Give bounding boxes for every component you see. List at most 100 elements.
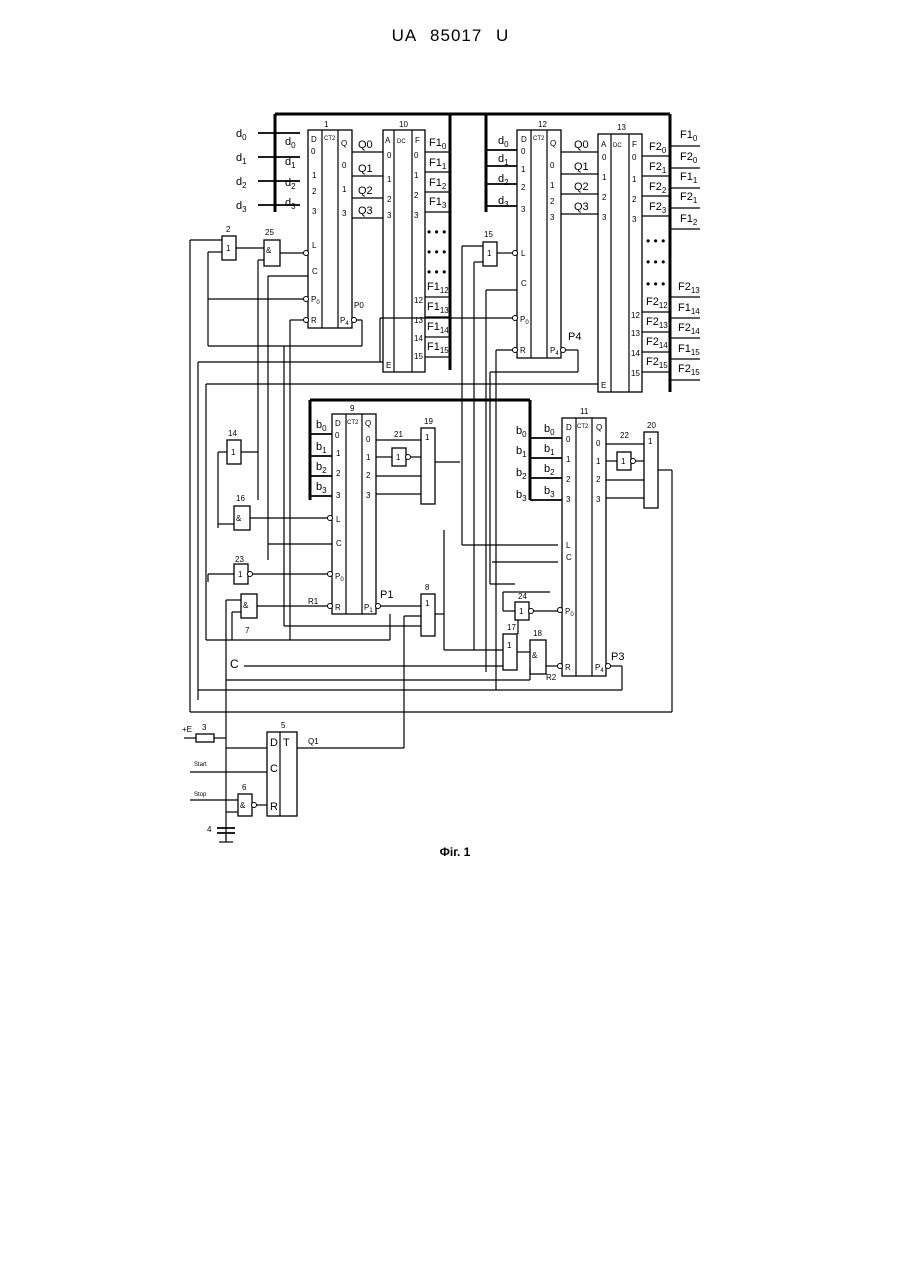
svg-text:F214: F214 xyxy=(646,336,668,350)
svg-text:F20: F20 xyxy=(680,151,698,165)
svg-text:Q2: Q2 xyxy=(574,181,589,193)
svg-text:1: 1 xyxy=(519,607,524,616)
svg-text:CT2: CT2 xyxy=(577,424,589,430)
svg-text:Q1: Q1 xyxy=(358,163,373,175)
svg-text:0: 0 xyxy=(602,153,607,162)
svg-text:Q1: Q1 xyxy=(574,161,589,173)
svg-text:T: T xyxy=(283,737,290,749)
svg-text:E: E xyxy=(601,381,606,390)
d2-label: d2 xyxy=(236,176,247,190)
svg-text:F: F xyxy=(632,140,637,149)
gate-19: 1 19 xyxy=(421,417,435,504)
svg-text:3: 3 xyxy=(342,209,347,218)
svg-text:C: C xyxy=(336,539,342,548)
svg-text:14: 14 xyxy=(631,349,640,358)
svg-text:C: C xyxy=(521,279,527,288)
svg-text:&: & xyxy=(532,651,538,660)
svg-text:CT2: CT2 xyxy=(324,136,336,142)
svg-text:d1: d1 xyxy=(285,156,296,170)
svg-text:b2: b2 xyxy=(544,463,555,477)
svg-text:2: 2 xyxy=(566,475,571,484)
svg-text:3: 3 xyxy=(521,205,526,214)
svg-text:b3: b3 xyxy=(316,481,327,495)
svg-text:• • •: • • • xyxy=(646,255,665,269)
svg-text:1: 1 xyxy=(396,453,401,462)
svg-text:&: & xyxy=(240,801,246,810)
svg-text:d2: d2 xyxy=(285,177,296,191)
svg-text:F12: F12 xyxy=(429,177,447,191)
svg-text:1: 1 xyxy=(231,448,236,457)
gate-2: 1 2 xyxy=(222,225,236,260)
svg-text:d1: d1 xyxy=(498,153,509,167)
svg-text:F12: F12 xyxy=(680,213,698,227)
svg-text:F113: F113 xyxy=(427,301,449,315)
svg-text:0: 0 xyxy=(311,147,316,156)
counter-1-outputs: Q0 Q1 Q2 Q3 P0 xyxy=(352,139,383,310)
gate-14: 1 14 xyxy=(227,429,241,464)
svg-text:b0: b0 xyxy=(544,423,555,437)
svg-text:F23: F23 xyxy=(649,201,667,215)
d1-label: d1 xyxy=(236,152,247,166)
svg-text:R: R xyxy=(565,663,571,672)
svg-text:19: 19 xyxy=(424,417,433,426)
svg-text:d3: d3 xyxy=(498,195,509,209)
svg-text:11: 11 xyxy=(580,407,589,416)
svg-text:DC: DC xyxy=(397,139,406,145)
svg-text:0: 0 xyxy=(335,431,340,440)
svg-text:3: 3 xyxy=(414,211,419,220)
svg-text:3: 3 xyxy=(312,207,317,216)
svg-text:0: 0 xyxy=(566,435,571,444)
counter-9: 9 CT2 D 0 Q 0 1 2 3 1 2 3 L C P0 R P1 xyxy=(328,404,381,614)
counter-11: 11 CT2 D 0 Q 0 1 2 3 1 2 3 L C P0 R P4 xyxy=(558,407,611,676)
svg-text:0: 0 xyxy=(342,161,347,170)
svg-text:16: 16 xyxy=(236,494,245,503)
svg-text:3: 3 xyxy=(336,491,341,500)
svg-text:R: R xyxy=(520,346,526,355)
svg-text:8: 8 xyxy=(425,583,430,592)
svg-text:1: 1 xyxy=(226,244,231,253)
decoder-10-outputs: F10 F11 F12 F13 • • • • • • • • • F112 F… xyxy=(425,137,450,357)
svg-text:• • •: • • • xyxy=(427,245,446,259)
svg-text:L: L xyxy=(566,541,571,550)
svg-text:1: 1 xyxy=(312,171,317,180)
svg-text:1: 1 xyxy=(324,120,329,129)
gate-20: 1 20 xyxy=(644,421,658,508)
svg-text:2: 2 xyxy=(387,195,392,204)
svg-text:1: 1 xyxy=(621,457,626,466)
svg-text:C: C xyxy=(312,267,318,276)
svg-text:1: 1 xyxy=(648,437,653,446)
trigger-5: 5 D T C R Q1 xyxy=(267,721,404,816)
svg-text:14: 14 xyxy=(228,429,237,438)
svg-text:b3: b3 xyxy=(544,485,555,499)
svg-text:R2: R2 xyxy=(546,673,557,682)
svg-text:b1: b1 xyxy=(316,441,327,455)
svg-text:12: 12 xyxy=(414,296,423,305)
resistor-3: 3 +E xyxy=(182,723,267,748)
svg-text:0: 0 xyxy=(550,161,555,170)
svg-text:F: F xyxy=(415,136,420,145)
svg-text:+E: +E xyxy=(182,725,192,734)
svg-text:17: 17 xyxy=(507,623,516,632)
gate-15: 1 15 xyxy=(483,230,497,266)
svg-text:0: 0 xyxy=(414,151,419,160)
gate-16: & 16 xyxy=(234,494,250,530)
svg-text:12: 12 xyxy=(538,120,547,129)
svg-text:D: D xyxy=(270,737,278,749)
svg-text:1: 1 xyxy=(366,453,371,462)
svg-text:3: 3 xyxy=(602,213,607,222)
svg-text:2: 2 xyxy=(521,183,526,192)
svg-text:b0: b0 xyxy=(316,419,327,433)
svg-text:F115: F115 xyxy=(678,343,700,357)
svg-text:D: D xyxy=(311,135,317,144)
svg-text:3: 3 xyxy=(566,495,571,504)
svg-text:D: D xyxy=(521,135,527,144)
svg-text:2: 2 xyxy=(632,195,637,204)
svg-text:1: 1 xyxy=(387,175,392,184)
svg-text:23: 23 xyxy=(235,555,244,564)
capacitor-4: 4 xyxy=(207,825,235,842)
svg-text:b1: b1 xyxy=(544,443,555,457)
gate-7: & 7 xyxy=(241,594,257,635)
svg-text:3: 3 xyxy=(632,215,637,224)
svg-text:0: 0 xyxy=(521,147,526,156)
d0-label: d0 xyxy=(236,128,247,142)
